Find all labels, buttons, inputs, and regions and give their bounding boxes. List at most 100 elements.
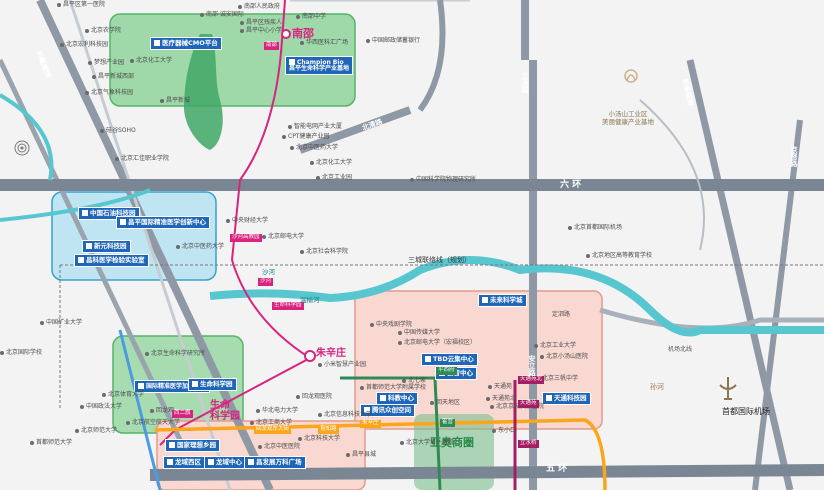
poi-label: 中央财经大学 bbox=[226, 218, 268, 224]
shahe-river-label: 沙河 bbox=[262, 268, 275, 276]
poi-label: 回龙观 bbox=[150, 408, 174, 414]
zhuxinzhuang-district: 朱辛庄 bbox=[316, 348, 346, 359]
nanshao-district: 南邵 bbox=[292, 27, 314, 40]
tag-science-edu[interactable]: 科教中心 bbox=[376, 392, 418, 405]
poi-label: 北京气象科技园 bbox=[85, 90, 133, 96]
poi-label: 硅谷SOHO bbox=[100, 128, 136, 134]
tag-vanke-plaza[interactable]: 昌发展万科广场 bbox=[244, 456, 306, 469]
poi-label: 北京小汤山医院 bbox=[540, 354, 588, 360]
wenyu-river-label: 温榆河 bbox=[300, 296, 320, 304]
poi-label: 天通苑北 bbox=[486, 396, 516, 402]
poi-label: 南邵人民政府 bbox=[238, 4, 280, 10]
poi-label: 北京中医医院 bbox=[258, 444, 300, 450]
poi-label: 北京科技大学 bbox=[298, 436, 340, 442]
poi-label: 昌平区残疾人 bbox=[240, 20, 282, 26]
poi-label: 中国政法大学 bbox=[80, 404, 122, 410]
poi-label: 中国传媒大学 bbox=[398, 330, 440, 336]
poi-label: 北京地区高等教育学校 bbox=[586, 253, 652, 259]
station-label: 生命科学园 bbox=[272, 302, 304, 310]
target-icon bbox=[14, 140, 30, 156]
poi-label: 北京工业大学 bbox=[534, 343, 576, 349]
tag-changke-lab[interactable]: 昌科医学检验实验室 bbox=[74, 254, 149, 267]
tag-precision-innovation[interactable]: 昌平国际精准医学创新中心 bbox=[116, 216, 210, 229]
poi-label: 回天地区 bbox=[430, 400, 460, 406]
poi-label: 北京邮电大学（宏福校区） bbox=[398, 340, 476, 346]
poi-label: 北京首都国际机场 bbox=[568, 225, 622, 231]
zhuxinzhuang-station-marker bbox=[304, 350, 316, 362]
tag-xinyuan-park[interactable]: 新元科技园 bbox=[82, 240, 131, 253]
poi-label: 北京信息科技大学 bbox=[318, 412, 372, 418]
tag-shengming-park[interactable]: 生命科学园 bbox=[188, 378, 237, 391]
wenyu-river bbox=[209, 256, 824, 337]
poi-label: 南邵中学 bbox=[296, 14, 326, 20]
tag-tbd-cloud[interactable]: TBD云集中心 bbox=[421, 353, 478, 366]
airport-line-label: 机场北线 bbox=[668, 346, 693, 353]
poi-label: 回龙观医院 bbox=[296, 394, 332, 400]
station-label: 朱辛庄 bbox=[360, 420, 381, 428]
jingzang-highway bbox=[36, 0, 274, 490]
poi-label: 北京化工大学 bbox=[310, 160, 352, 166]
station-label: 霍营 bbox=[440, 419, 456, 427]
station-label: 天通苑 bbox=[518, 400, 539, 408]
anli-road-label: 安立路 bbox=[528, 355, 536, 376]
poi-label: 北京三帆中学 bbox=[536, 376, 578, 382]
station-label: 西二旗 bbox=[172, 410, 193, 418]
tag-cmo-platform[interactable]: 医疗器械CMO平台 bbox=[150, 37, 222, 50]
poi-label: 昌平区第一医院 bbox=[57, 2, 105, 8]
weiyuan-label: 定泗路 bbox=[552, 311, 571, 318]
station-label: 沙河 bbox=[258, 278, 274, 286]
poi-label: CPT健康产业园 bbox=[282, 134, 329, 140]
poi-label: 北京生命科学研究所 bbox=[145, 351, 205, 357]
poi-label: 北京工业园 bbox=[316, 175, 352, 181]
station-label: 回龙观东大街 bbox=[254, 426, 292, 434]
lidong-road-label: 立汤路 bbox=[521, 72, 529, 93]
fifth-ring-label: 五 环 bbox=[546, 464, 568, 474]
poi-label: 北京汇佳职业学院 bbox=[115, 156, 169, 162]
station-label: 沙河高教园 bbox=[230, 234, 262, 242]
poi-label: 梦想产业园 bbox=[88, 60, 124, 66]
xiaoqing-label: 孙河 bbox=[650, 383, 664, 391]
sancheng-label: 三城联络线（规划） bbox=[408, 256, 471, 264]
liushui-industry: 小汤山工业区 美丽健康产业基地 bbox=[602, 110, 654, 127]
poi-label: 昌平中心小学 bbox=[240, 28, 282, 34]
lower-left-road bbox=[118, 329, 162, 490]
poi-label: 中国矿业大学 bbox=[40, 320, 82, 326]
poi-label: 南邵·诚安国际 bbox=[200, 12, 244, 18]
poi-label: 北京中医药大学 bbox=[290, 145, 338, 151]
poi-label: 北京体育大学 bbox=[102, 392, 144, 398]
tag-longyu-center[interactable]: 龙域中心 bbox=[204, 456, 246, 469]
airport-label: 首都国际机场 bbox=[722, 407, 770, 416]
poi-label: 北京中医药大学 bbox=[176, 244, 224, 250]
tag-future-science[interactable]: 未来科学城 bbox=[478, 294, 527, 307]
right-connector bbox=[639, 99, 705, 251]
poi-label: 昌平新城 bbox=[160, 98, 190, 104]
poi-label: 天通苑 bbox=[488, 384, 512, 390]
poi-label: 北京邮电大学 bbox=[262, 234, 304, 240]
tag-champion-bio[interactable]: Champion Bio 昌平生命科学产业基地 bbox=[285, 56, 354, 75]
poi-label: 东小口 bbox=[492, 428, 516, 434]
poi-label: 北京农学院 bbox=[85, 28, 121, 34]
poi-label: 昌平新城西部 bbox=[92, 74, 134, 80]
shahe-river bbox=[0, 93, 54, 181]
changping-road bbox=[68, 0, 232, 490]
shisanling-reservoir bbox=[184, 34, 223, 150]
poi-label: 北京国际学校 bbox=[0, 350, 42, 356]
jingmi-label: 京密路 bbox=[790, 146, 798, 167]
poi-label: 中国科学院物理研究所 bbox=[410, 177, 476, 183]
poi-label: 北京工商大学 bbox=[250, 420, 292, 426]
airport-north-line bbox=[599, 307, 824, 331]
poi-label: 首都师范大学 bbox=[30, 440, 72, 446]
station-label: 立水桥 bbox=[518, 440, 539, 448]
tag-dream-garden[interactable]: 国家理想乡园 bbox=[165, 439, 220, 452]
poi-label: 北京航空航天大学 bbox=[126, 420, 180, 426]
poi-label: 北京宏利科技园 bbox=[60, 42, 108, 48]
station-label: 育知路 bbox=[318, 426, 339, 434]
tag-tiantong-park[interactable]: 天通科技园 bbox=[542, 392, 591, 405]
station-label: 南邵 bbox=[264, 42, 280, 50]
tag-longyu-west[interactable]: 龙域西区 bbox=[163, 456, 205, 469]
poi-label: 北京化工大学 bbox=[130, 58, 172, 64]
north-curve bbox=[417, 0, 446, 112]
shengming-district: 生命 科学园 bbox=[210, 400, 240, 422]
poi-label: 首都师范大学附属学校 bbox=[360, 385, 426, 391]
